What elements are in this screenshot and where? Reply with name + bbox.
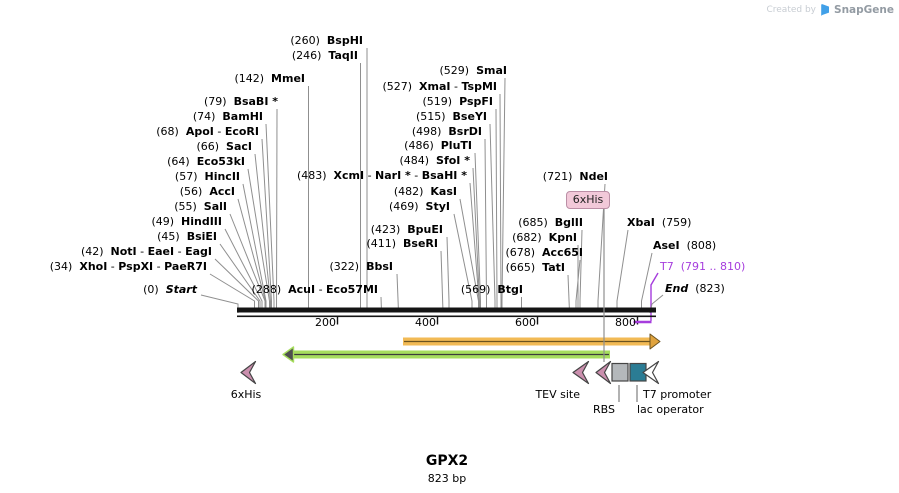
leader-line-smai bbox=[501, 77, 506, 312]
sequence-length: 823 bp bbox=[427, 472, 467, 485]
watermark-brand: SnapGene bbox=[834, 4, 894, 16]
leader-line-xhoi-pspxi-paer7i bbox=[209, 273, 255, 312]
watermark-created-by: Created by bbox=[766, 5, 817, 15]
orf-forward-arrow-head bbox=[649, 333, 661, 350]
sequence-name: GPX2 bbox=[425, 453, 469, 469]
leader-line-bseri bbox=[440, 250, 444, 313]
6xhis-badge: 6xHis bbox=[566, 191, 610, 209]
feature-6xhis-n bbox=[240, 360, 257, 385]
leader-line-bbsi bbox=[396, 273, 399, 313]
leader-line-bglii bbox=[579, 229, 583, 312]
leader-line-t7 bbox=[650, 272, 659, 321]
leader-line-xbai bbox=[616, 229, 629, 312]
leader-line-pspfi bbox=[495, 108, 498, 312]
watermark: Created by SnapGene bbox=[766, 3, 894, 17]
feature-rbs bbox=[611, 362, 629, 382]
leader-line-xmai-tspmi bbox=[499, 93, 502, 312]
leader-line-bsabi bbox=[276, 108, 278, 313]
sequence-bar bbox=[237, 307, 656, 313]
ruler-baseline bbox=[237, 315, 656, 318]
leader-line-bsrdi bbox=[484, 138, 487, 312]
leader-line-bseyi bbox=[489, 123, 496, 312]
orf-reverse-arrow-head bbox=[282, 346, 295, 363]
feature-6xhis-c bbox=[595, 360, 612, 385]
leader-line-start bbox=[200, 294, 239, 313]
leader-line-tati bbox=[567, 274, 570, 313]
leader-line-bpuei bbox=[446, 236, 450, 312]
feature-t7-promoter bbox=[642, 360, 660, 385]
snapgene-logo-icon bbox=[821, 4, 830, 16]
feature-tev-site bbox=[572, 360, 590, 385]
leader-line-styi bbox=[453, 213, 473, 312]
map-footer: GPX2 823 bp bbox=[426, 453, 468, 485]
